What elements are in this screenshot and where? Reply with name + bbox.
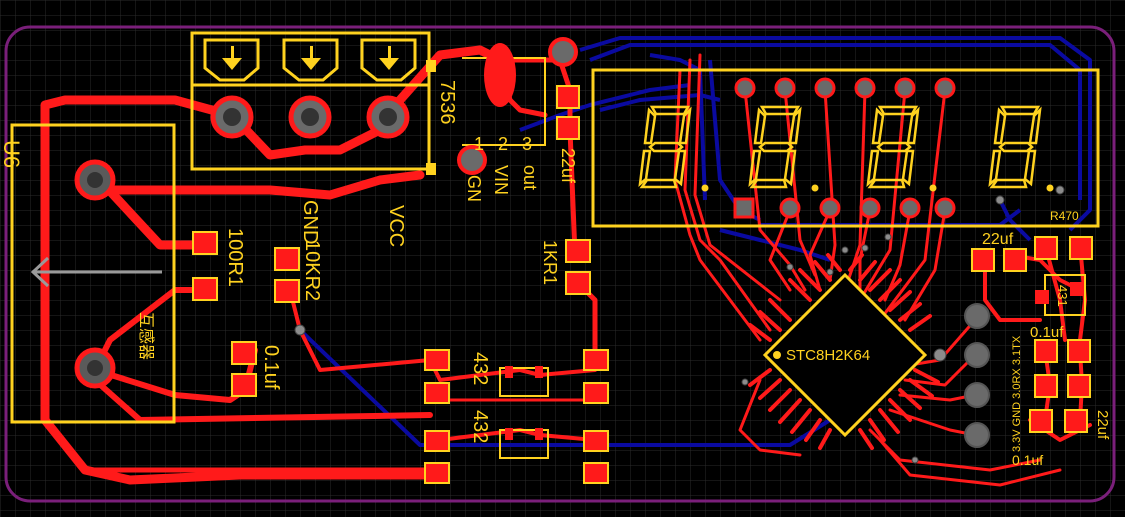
gnd-label: GND <box>299 200 321 244</box>
vcc-label: VCC <box>385 205 407 247</box>
cap22-right-top-label: 22uf <box>982 231 1014 248</box>
transformer-label: 互感器 <box>137 312 155 360</box>
out-label: out <box>520 165 540 190</box>
pin2-label: 2 <box>498 134 508 154</box>
reg-part-label: 7536 <box>436 80 458 125</box>
capacitor-01uf-right: 0.1uf <box>1030 324 1091 363</box>
gn-label: GN <box>464 175 484 202</box>
resistor-r1: 100R1 <box>192 228 246 301</box>
cap01-left-label: 0.1uf <box>260 345 282 390</box>
board-outline <box>4 25 1116 503</box>
capacitor-22uf-right-top: 22uf <box>971 231 1027 272</box>
resistor-r470 <box>1034 236 1093 260</box>
cap01-bottom-label: 0.1uf <box>1012 452 1043 468</box>
r2-label: 10KR2 <box>301 240 323 301</box>
r1-label: 100R1 <box>224 228 246 287</box>
capacitor-22uf-reg: 22uf <box>556 85 580 184</box>
seven-segment-display: R470 <box>591 68 1100 228</box>
vin-label: VIN <box>491 165 511 195</box>
opamp-432-top: 432 <box>424 349 609 404</box>
r-1k-label: 1KR1 <box>540 240 560 285</box>
capacitor-pair-right: 0.1uf 22uf <box>1012 374 1111 468</box>
resistor-1k: 1KR1 <box>540 239 591 295</box>
capacitor-c-left: 0.1uf <box>231 341 282 397</box>
mcu-label: STC8H2K64 <box>786 347 870 364</box>
header-pins-label: 3.3V GND 3.0RX 3.1TX <box>1011 335 1023 452</box>
regulator-7536: 7536 1 2 3 GN VIN out <box>436 37 578 202</box>
terminal-arrow-icon <box>203 38 260 82</box>
terminal-arrow-icon <box>360 38 417 82</box>
cap22-left-label: 22uf <box>558 148 578 184</box>
reg-right-label: 431 <box>1055 285 1070 307</box>
resistor-r2: 10KR2 <box>274 240 323 303</box>
mcu-stc8h2k64: STC8H2K64 <box>748 253 940 450</box>
opamp-bottom-label: 432 <box>469 410 491 443</box>
terminal-block: GND VCC <box>190 31 436 247</box>
regulator-431: 431 <box>1035 274 1086 316</box>
opamp-432-bottom: 432 <box>424 410 609 484</box>
u6-label: U6 <box>0 140 24 168</box>
cap01-right-label: 0.1uf <box>1030 324 1064 341</box>
terminal-arrow-icon <box>282 38 339 82</box>
transformer-u6: U6 互感器 <box>0 123 176 424</box>
pin3-label: 3 <box>522 134 532 154</box>
r470-label: R470 <box>1050 209 1079 223</box>
serial-header: 3.3V GND 3.0RX 3.1TX <box>964 303 1023 452</box>
opamp-top-label: 432 <box>469 352 491 385</box>
pin1-label: 1 <box>474 134 484 154</box>
cap22-bottom-label: 22uf <box>1094 410 1111 440</box>
